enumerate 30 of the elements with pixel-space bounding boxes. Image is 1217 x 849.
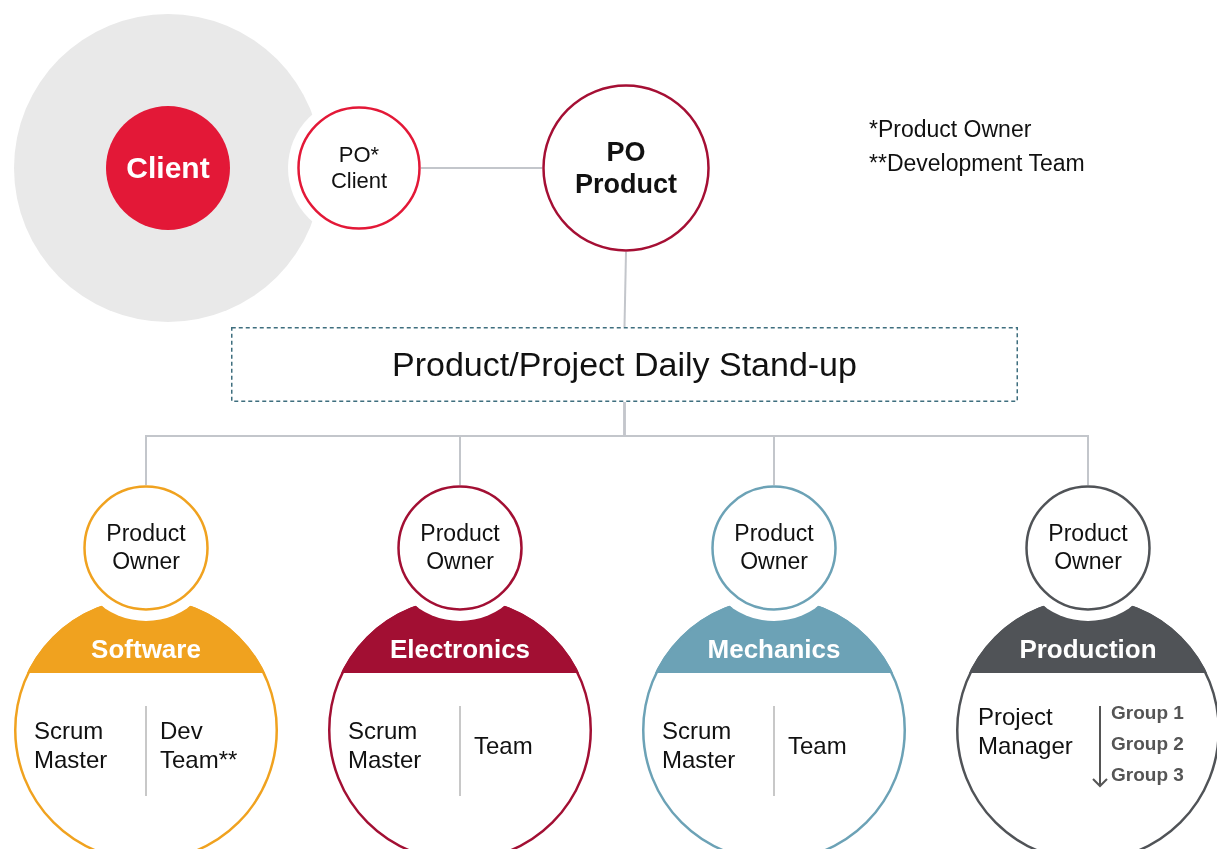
role-label: Team (474, 730, 534, 761)
node-label: Product Owner (105, 519, 187, 576)
department-heading: Mechanics (706, 633, 842, 667)
role-label: Dev Team** (160, 716, 239, 775)
role-circle (542, 84, 710, 252)
group-label: Group 2 (1111, 733, 1185, 756)
node-label: Product/Project Daily Stand-up (391, 344, 858, 386)
department-heading: Software (90, 633, 202, 667)
group-label: Group 3 (1111, 764, 1185, 787)
node-label: Client (125, 150, 211, 186)
footnote: *Product Owner (869, 116, 1032, 144)
node-label: Product Owner (419, 519, 501, 576)
node-label: PO* Client (329, 140, 389, 195)
connector-line (623, 251, 627, 328)
role-label: Scrum Master (348, 716, 423, 775)
role-label: Scrum Master (34, 716, 109, 775)
department-heading: Production (1018, 633, 1158, 667)
role-label: Scrum Master (662, 716, 737, 775)
role-label: Team (788, 730, 848, 761)
node-label: Product Owner (1047, 519, 1129, 576)
role-circle (297, 106, 421, 230)
department-heading: Electronics (388, 633, 532, 667)
node-label: Product Owner (733, 519, 815, 576)
node-label: PO Product (574, 135, 678, 201)
connector-line (420, 167, 543, 169)
meeting-box (231, 327, 1018, 402)
footnote: **Development Team (869, 150, 1085, 178)
role-label: Project Manager (978, 703, 1074, 761)
client-circle (106, 106, 230, 230)
group-label: Group 1 (1111, 702, 1185, 725)
